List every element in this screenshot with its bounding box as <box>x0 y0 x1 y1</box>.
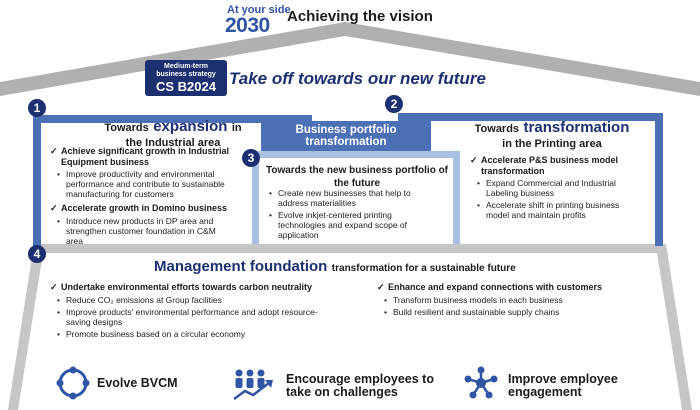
section3-bullet-1: Create new businesses that help toaddres… <box>262 188 452 208</box>
section3-title: Towards the new business portfolio of th… <box>262 164 452 190</box>
section4-left-content: Undertake environmental efforts towards … <box>50 282 360 339</box>
section2-bullet-2: Accelerate shift in printing businessmod… <box>470 200 650 220</box>
vision-year: 2030 <box>225 14 270 37</box>
section4-right-bullet-1: Transform business models in each busine… <box>377 295 667 305</box>
section2-title-line2: in the Printing area <box>502 138 602 150</box>
section3-bullet-2: Evolve inkjet-centered printingtechnolog… <box>262 210 452 240</box>
section2-content: Accelerate P&S business modeltransformat… <box>470 155 650 220</box>
section2-check: Accelerate P&S business modeltransformat… <box>470 155 650 176</box>
section4-right-content: Enhance and expand connections with cust… <box>377 282 667 317</box>
section2-title-keyword: transformation <box>523 119 630 136</box>
vision-title: Achieving the vision <box>287 8 433 25</box>
section3-number-badge: 3 <box>242 149 260 167</box>
roof <box>0 22 700 96</box>
portfolio-transformation-box: Business portfolio transformation <box>261 121 431 151</box>
section2-bullet-1: Expand Commercial and IndustrialLabeling… <box>470 178 650 198</box>
section1-number-badge: 1 <box>28 99 46 117</box>
section1-title-keyword: expansion <box>153 118 228 135</box>
strategy-label-line2: business strategy <box>156 71 216 78</box>
section2-title: Towards transformation in the Printing a… <box>452 119 652 151</box>
section4-title: Management foundation transformation for… <box>154 258 516 276</box>
section4-title-sub: transformation for a sustainable future <box>331 263 516 274</box>
section2-title-prefix: Towards <box>474 123 520 135</box>
section2-number-badge: 2 <box>385 95 403 113</box>
section4-left-check: Undertake environmental efforts towards … <box>50 282 360 293</box>
pillar-evolve-bvcm-label: Evolve BVCM <box>97 376 178 390</box>
strategy-name: CS B2024 <box>156 79 216 94</box>
growth-people-icon <box>233 369 273 401</box>
section4-left-bullet-1: Reduce CO₂ emissions at Group facilities <box>50 295 360 305</box>
section4-title-main: Management foundation <box>154 258 328 275</box>
section4-left-bullet-2: Improve products' environmental performa… <box>50 307 360 327</box>
strategy-headline: Take off towards our new future <box>229 69 486 88</box>
section3-content: Create new businesses that help toaddres… <box>262 188 452 240</box>
section1-content: Achieve significant growth in Industrial… <box>50 146 255 246</box>
section4-number-badge: 4 <box>28 245 46 263</box>
section3-title-line1: Towards the new business portfolio of <box>265 165 449 176</box>
connected-people-icon <box>464 366 498 399</box>
section1-check-1: Achieve significant growth in Industrial… <box>50 146 255 167</box>
section1-check-2: Accelerate growth in Domino business <box>50 203 255 214</box>
section1-title-suffix: in <box>231 122 242 134</box>
portfolio-box-line2: transformation <box>305 136 387 148</box>
cycle-arrows-icon <box>56 366 90 400</box>
section1-bullet-1: Improve productivity and environmentalpe… <box>50 169 255 199</box>
section4-right-bullet-2: Build resilient and sustainable supply c… <box>377 307 667 317</box>
section1-bullet-2: Introduce new products in DP area andstr… <box>50 216 255 246</box>
section1-title-prefix: Towards <box>104 122 149 134</box>
portfolio-box-line1: Business portfolio <box>295 124 397 136</box>
strategy-label-line1: Medium-term <box>164 63 208 70</box>
section4-left-bullet-3: Promote business based on a circular eco… <box>50 329 360 339</box>
strategy-badge: Medium-term business strategy CS B2024 <box>145 60 227 96</box>
section4-right-check: Enhance and expand connections with cust… <box>377 282 667 293</box>
section3-title-line2: the future <box>333 178 381 189</box>
vision-tagline: At your side <box>227 4 291 16</box>
